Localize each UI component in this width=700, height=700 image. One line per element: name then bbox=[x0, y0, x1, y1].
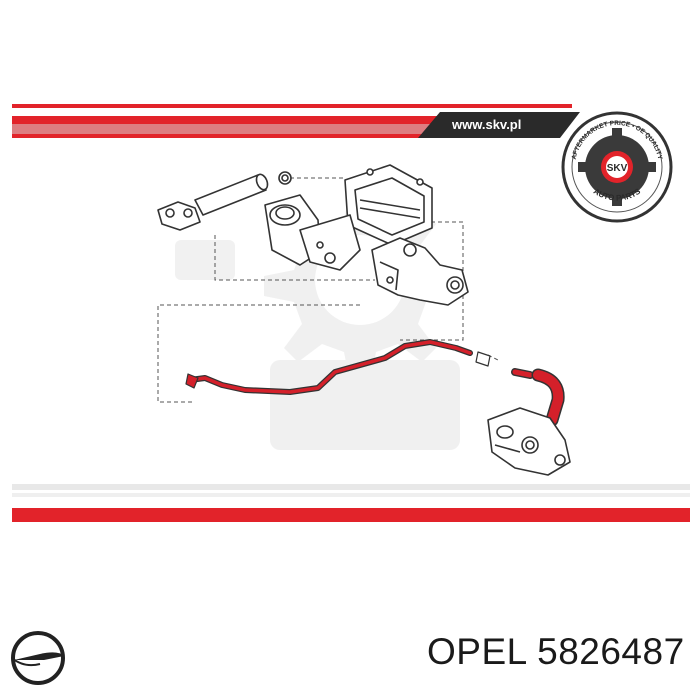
thermostat-housing-top bbox=[371, 237, 469, 306]
bottom-banner bbox=[12, 484, 690, 522]
pipe-assembly-top bbox=[157, 171, 292, 231]
seal-center-text: SKV bbox=[607, 163, 628, 174]
oil-cooler-housing bbox=[264, 164, 433, 271]
part-label: OPEL 5826487 bbox=[427, 631, 685, 672]
opel-logo-icon bbox=[11, 631, 65, 685]
skv-seal-icon: SKV AFTERMARKET PRICE • OE QUALITY AUTO … bbox=[561, 111, 673, 223]
top-banner bbox=[12, 104, 580, 138]
coolant-hose bbox=[185, 339, 565, 427]
thermostat-housing-bottom bbox=[487, 407, 571, 476]
banner-url: www.skv.pl bbox=[452, 117, 522, 132]
